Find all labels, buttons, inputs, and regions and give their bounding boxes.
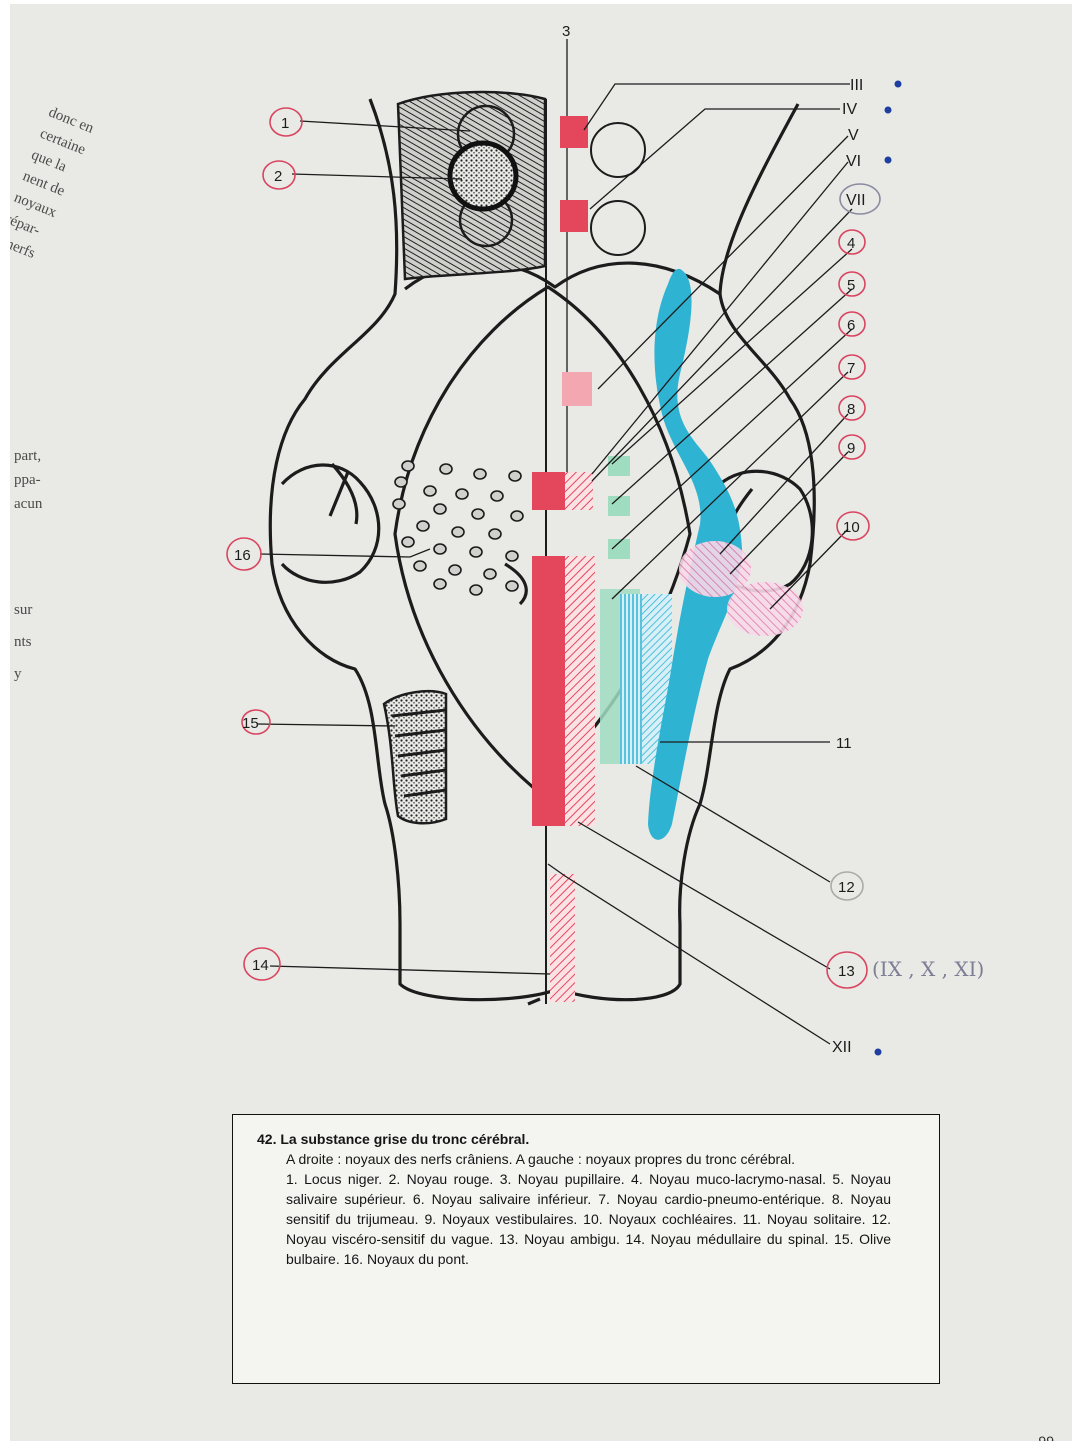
marker-circles (227, 108, 880, 988)
svg-text:V: V (848, 127, 859, 144)
margin-text: donc en certaine que la nent de noyaux r… (10, 104, 97, 265)
svg-text:IV: IV (842, 101, 857, 118)
svg-text:ppa-: ppa- (14, 472, 41, 488)
svg-text:y: y (14, 666, 22, 682)
caption-legend: 1. Locus niger. 2. Noyau rouge. 3. Noyau… (257, 1169, 891, 1269)
svg-text:XII: XII (832, 1039, 852, 1056)
svg-text:7: 7 (847, 360, 855, 377)
svg-text:VI: VI (846, 153, 861, 170)
svg-text:11: 11 (836, 735, 852, 752)
svg-text:VII: VII (846, 192, 866, 209)
svg-text:1: 1 (281, 115, 289, 132)
margin-text-lower: part, ppa- acun sur nts y (14, 448, 43, 682)
cranial-nuclei (532, 116, 803, 1002)
svg-text:4: 4 (847, 235, 855, 252)
svg-text:9: 9 (847, 440, 855, 457)
svg-text:sur: sur (14, 602, 32, 618)
left-labels: 1 2 16 15 14 (234, 115, 289, 974)
brainstem-diagram: donc en certaine que la nent de noyaux r… (10, 4, 1072, 1104)
olive (384, 691, 446, 823)
right-labels: 4 5 6 7 8 9 10 11 12 13 (836, 235, 860, 980)
cranial-nerve-dots (875, 81, 902, 1056)
svg-text:14: 14 (252, 957, 269, 974)
svg-text:nts: nts (14, 634, 32, 650)
book-page: donc en certaine que la nent de noyaux r… (10, 4, 1072, 1441)
pons-nuclei (393, 461, 523, 595)
svg-text:13: 13 (838, 963, 855, 980)
svg-text:16: 16 (234, 547, 251, 564)
svg-text:15: 15 (242, 715, 259, 732)
svg-text:10: 10 (843, 519, 860, 536)
svg-text:6: 6 (847, 317, 855, 334)
page-number: 99 (1038, 1433, 1054, 1441)
svg-text:5: 5 (847, 277, 855, 294)
svg-text:III: III (850, 77, 863, 94)
svg-text:répar-: répar- (10, 211, 42, 239)
caption-title: 42. La substance grise du tronc cérébral… (257, 1129, 891, 1149)
svg-text:acun: acun (14, 496, 43, 512)
svg-text:12: 12 (838, 879, 855, 896)
figure-caption: 42. La substance grise du tronc cérébral… (232, 1114, 940, 1384)
midbrain-section (398, 92, 545, 279)
handwritten-note: (IX , X , XI) (872, 957, 984, 981)
top-label: 3 (562, 23, 570, 40)
svg-text:8: 8 (847, 401, 855, 418)
svg-text:part,: part, (14, 448, 41, 464)
svg-text:2: 2 (274, 168, 282, 185)
caption-subtitle: A droite : noyaux des nerfs crâniens. A … (257, 1149, 891, 1169)
